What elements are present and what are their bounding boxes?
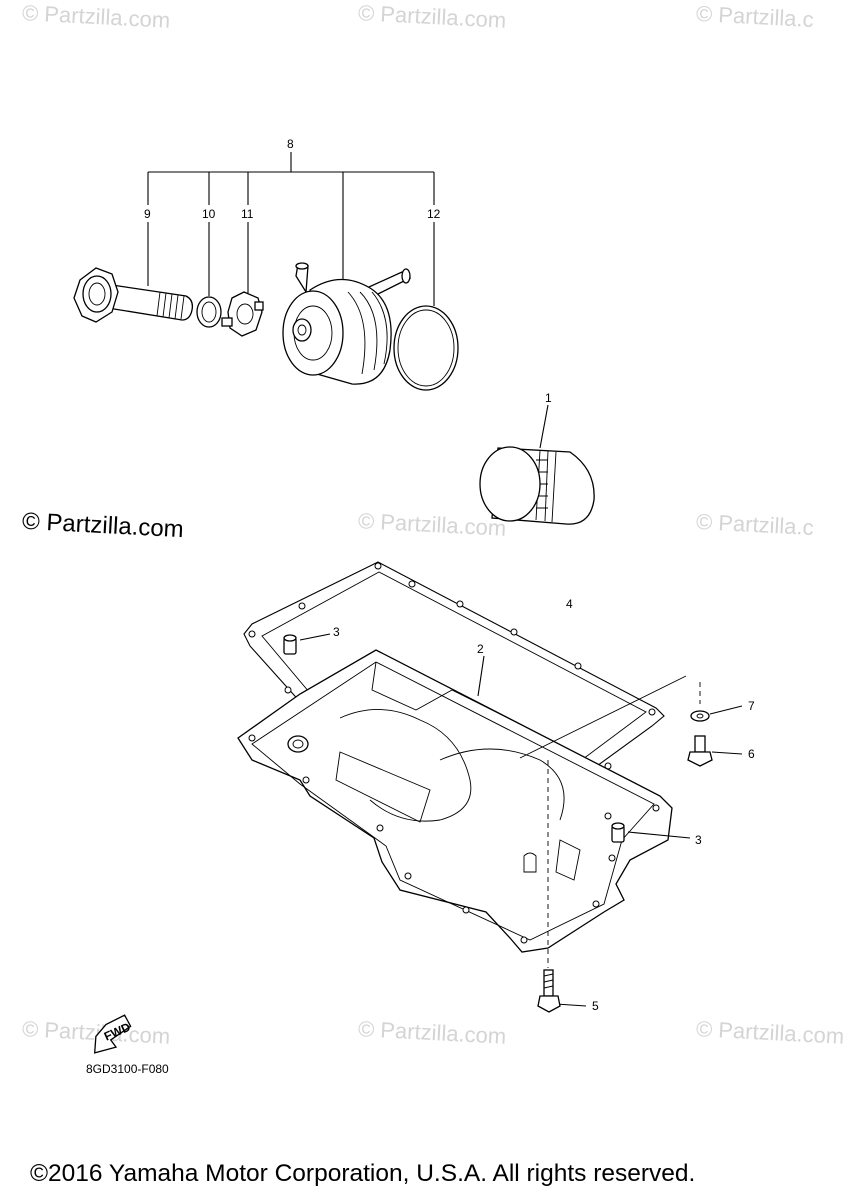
- fwd-label: FWD: [102, 1020, 133, 1044]
- washer-part: [196, 296, 222, 328]
- diagram-code: 8GD3100-F080: [86, 1062, 169, 1076]
- o-ring-part: [393, 305, 459, 391]
- callout-5: 5: [592, 999, 599, 1013]
- callout-3-lower: 3: [695, 833, 702, 847]
- dowel-pin-part: [611, 822, 691, 843]
- callout-7: 7: [748, 699, 755, 713]
- oil-pan-part: [237, 649, 673, 953]
- copyright-notice: ©2016 Yamaha Motor Corporation, U.S.A. A…: [30, 1160, 696, 1187]
- callout-8: 8: [287, 137, 294, 151]
- lock-plate-part: [221, 291, 264, 337]
- callout-1: 1: [545, 391, 552, 405]
- callout-3-upper: 3: [333, 625, 340, 639]
- oil-pan-holes: [248, 734, 660, 944]
- callout-11: 11: [241, 207, 254, 221]
- alignment-lines: [519, 675, 701, 968]
- pan-bolt-part: [537, 969, 587, 1013]
- drain-washer-part: [690, 705, 743, 722]
- union-bolt-part: [73, 267, 194, 323]
- callout-9: 9: [144, 207, 151, 221]
- group-bracket: [147, 152, 435, 306]
- fwd-arrow-icon: FWD: [93, 1014, 133, 1054]
- callout-6: 6: [748, 747, 755, 761]
- callout-12: 12: [427, 207, 441, 221]
- dowel-pin-part: [283, 633, 331, 655]
- callout-4: 4: [566, 597, 573, 611]
- drain-bolt-part: [687, 735, 743, 767]
- oil-cooler-part: [282, 262, 412, 385]
- callout-10: 10: [202, 207, 216, 221]
- oil-filter-part: [479, 404, 595, 525]
- callout-2: 2: [477, 642, 484, 656]
